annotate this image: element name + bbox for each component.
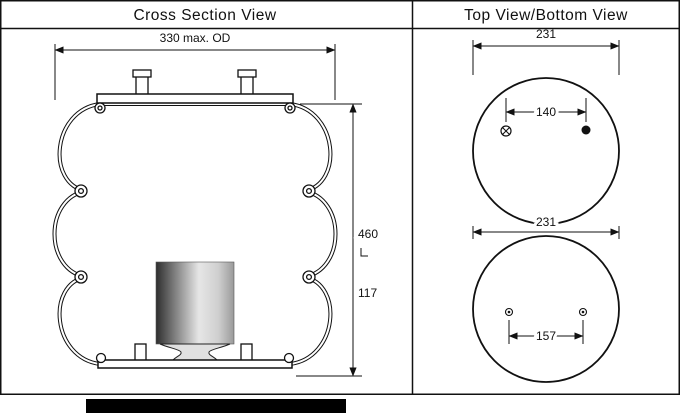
top-bottom-title: Top View/Bottom View bbox=[464, 7, 628, 24]
mounting-stud-cap bbox=[237, 69, 257, 78]
bottom-spacing-label: 157 bbox=[536, 329, 556, 343]
height-reference-mark bbox=[360, 248, 368, 257]
top-diameter-dimension: 231 bbox=[472, 27, 620, 75]
cross-section-drawing: 330 max. OD 460 117 bbox=[52, 31, 381, 377]
girdle-rings bbox=[74, 184, 316, 284]
top-spacing-dimension: 140 bbox=[505, 98, 587, 122]
air-fitting-cap bbox=[132, 69, 152, 78]
bottom-spacing-dimension: 157 bbox=[508, 320, 584, 346]
rubber-bumper bbox=[155, 261, 235, 345]
partial-height-label: 117 bbox=[358, 286, 377, 300]
air-fitting-stud bbox=[135, 75, 149, 97]
top-studs bbox=[132, 69, 257, 97]
top-view-circle bbox=[472, 77, 620, 225]
air-inlet-symbol bbox=[500, 125, 512, 137]
top-bottom-view-drawing: 231 140 231 bbox=[472, 27, 620, 383]
bottom-view-circle bbox=[472, 235, 620, 383]
top-diameter-label: 231 bbox=[536, 27, 556, 41]
top-bead-curls bbox=[94, 102, 296, 114]
stud-dot bbox=[581, 125, 591, 135]
bottom-black-bar bbox=[86, 399, 346, 413]
top-bead-plate bbox=[96, 93, 294, 104]
bolt-hole-left bbox=[504, 307, 514, 317]
bottom-diameter-label: 231 bbox=[536, 215, 556, 229]
height-dimension: 460 117 bbox=[296, 103, 381, 377]
bottom-diameter-dimension: 231 bbox=[472, 212, 620, 239]
cross-section-title: Cross Section View bbox=[133, 7, 276, 24]
bottom-bead-curls bbox=[95, 352, 295, 364]
od-dimension-label: 330 max. OD bbox=[160, 31, 231, 45]
bolt-hole-right bbox=[578, 307, 588, 317]
bottom-bead-plate bbox=[97, 359, 293, 369]
outer-border bbox=[0, 0, 680, 395]
top-spacing-label: 140 bbox=[536, 105, 556, 119]
total-height-label: 460 bbox=[358, 227, 378, 241]
od-dimension: 330 max. OD bbox=[54, 31, 336, 100]
mounting-stud bbox=[240, 75, 254, 97]
